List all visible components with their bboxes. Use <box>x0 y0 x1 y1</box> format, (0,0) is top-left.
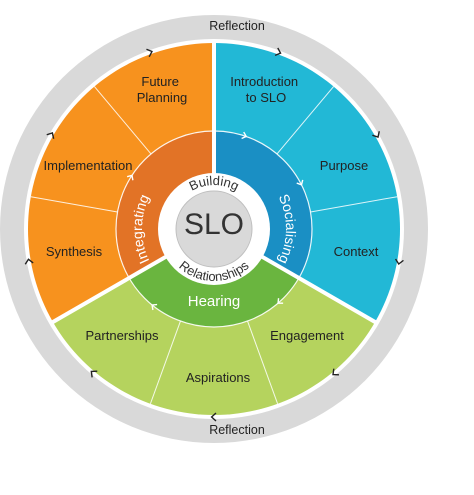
chevron-right-icon <box>332 368 339 376</box>
chevron-right-icon <box>372 131 380 138</box>
divider-line <box>276 86 334 155</box>
chevron-right-icon <box>24 258 34 265</box>
chevron-right-icon <box>151 303 158 311</box>
chevron-right-icon <box>90 370 98 378</box>
chevron-right-icon <box>296 179 304 186</box>
divider-line <box>149 320 181 404</box>
integrating-label: Integrating <box>129 192 152 267</box>
divider-line <box>310 196 398 213</box>
implementation-label: Implementation <box>44 158 133 173</box>
chevron-right-icon <box>146 48 153 58</box>
aspirations-label: Aspirations <box>186 370 251 385</box>
context-label: Context <box>334 244 379 259</box>
divider-line <box>94 86 152 155</box>
reflection-label-bottom: Reflection <box>209 423 265 437</box>
partnerships-label: Partnerships <box>86 328 159 343</box>
purpose-label: Purpose <box>320 158 368 173</box>
slo-center <box>175 190 253 268</box>
reflection-label-top: Reflection <box>209 19 265 33</box>
chevron-right-icon <box>46 132 55 139</box>
building-label: Building <box>187 173 242 194</box>
chevron-right-icon <box>126 174 134 181</box>
slo-center-label: SLO <box>184 208 244 241</box>
inner-band-outline <box>115 130 313 328</box>
divider-line <box>30 196 118 213</box>
synthesis-label: Synthesis <box>46 244 103 259</box>
future-planning-label: Future Planning <box>137 74 188 105</box>
chevron-right-icon <box>277 298 284 304</box>
chevron-right-icon <box>210 412 217 422</box>
introduction-to-slo-label: Introduction to SLO <box>230 74 302 105</box>
engagement-label: Engagement <box>270 328 344 343</box>
hearing-label: Hearing <box>188 293 241 310</box>
chevron-right-icon <box>241 131 248 140</box>
chevron-right-icon <box>274 47 282 57</box>
divider-line <box>247 320 279 404</box>
flow-arrows <box>24 47 404 422</box>
chevron-right-icon <box>394 258 404 266</box>
